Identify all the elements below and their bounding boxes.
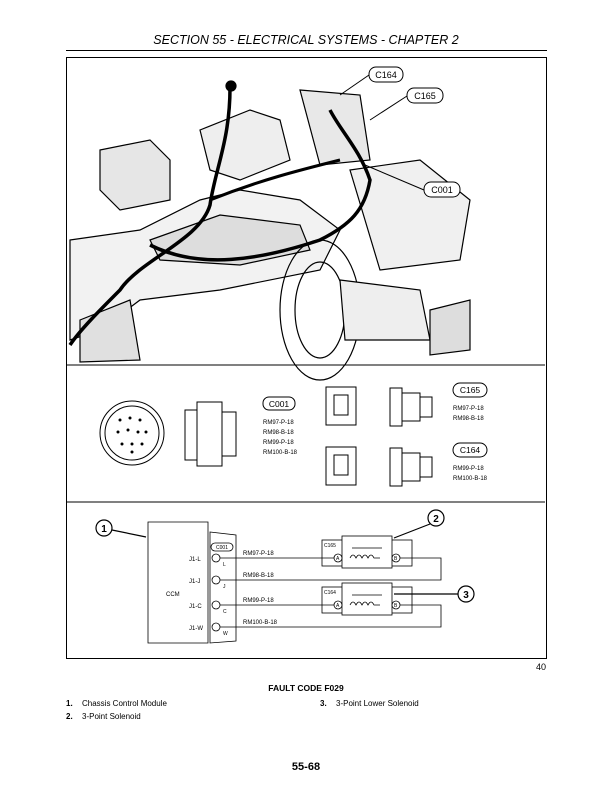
legend-item: 3.3-Point Lower Solenoid — [320, 699, 419, 708]
svg-text:RM100-B-18: RM100-B-18 — [243, 620, 278, 626]
legend-item: 1.Chassis Control Module — [66, 699, 167, 708]
callout-3: 3 — [463, 590, 469, 601]
svg-text:W: W — [223, 631, 228, 637]
figure-caption: FAULT CODE F029 — [268, 683, 344, 693]
callout-1: 1 — [101, 524, 107, 535]
svg-text:RM100-B-18: RM100-B-18 — [453, 476, 488, 482]
svg-text:RM99-P-18: RM99-P-18 — [243, 598, 274, 604]
svg-text:C001: C001 — [216, 545, 228, 551]
svg-text:J: J — [223, 584, 226, 590]
svg-text:RM99-P-18: RM99-P-18 — [263, 440, 294, 446]
svg-text:J1-C: J1-C — [189, 604, 202, 610]
svg-text:A: A — [336, 603, 340, 609]
callout-c001: C001 — [431, 185, 453, 195]
connector-c001-info: C001 RM97-P-18 RM98-B-18 RM99-P-18 RM100… — [262, 396, 298, 456]
callout-c165: C165 — [414, 91, 436, 101]
legend-item: 2.3-Point Solenoid — [66, 712, 141, 721]
svg-text:RM100-B-18: RM100-B-18 — [263, 450, 298, 456]
ccm-box — [147, 521, 209, 644]
callout-2: 2 — [433, 514, 439, 525]
svg-text:RM97-P-18: RM97-P-18 — [453, 406, 484, 412]
svg-text:RM97-P-18: RM97-P-18 — [263, 420, 294, 426]
header-rule — [66, 50, 547, 51]
svg-text:J1-L: J1-L — [189, 557, 201, 563]
figure-number: 40 — [535, 662, 546, 672]
connector-c165-info: C165 RM97-P-18 RM98-B-18 — [452, 382, 488, 422]
svg-text:J1-W: J1-W — [189, 626, 203, 632]
tractor-illustration — [68, 80, 471, 381]
svg-text:RM99-P-18: RM99-P-18 — [453, 466, 484, 472]
svg-text:L: L — [223, 562, 226, 568]
svg-text:C164: C164 — [460, 445, 481, 455]
svg-text:A: A — [336, 556, 340, 562]
svg-text:C165: C165 — [324, 543, 336, 549]
connector-c164-info: C164 RM99-P-18 RM100-B-18 — [452, 442, 488, 482]
svg-text:RM97-P-18: RM97-P-18 — [243, 551, 274, 557]
schematic: CCM C001 J1-L J1-J J1-C J1-W L J C W RM9… — [95, 509, 475, 644]
c001-strip — [209, 531, 237, 644]
page-number: 55-68 — [291, 761, 321, 773]
svg-text:RM98-B-18: RM98-B-18 — [243, 573, 274, 579]
svg-text:J1-J: J1-J — [189, 579, 200, 585]
svg-text:RM98-B-18: RM98-B-18 — [453, 416, 484, 422]
ccm-label: CCM — [166, 592, 180, 598]
figure-frame — [66, 57, 547, 659]
svg-text:C164: C164 — [324, 590, 336, 596]
svg-text:B: B — [394, 603, 398, 609]
svg-text:C165: C165 — [460, 385, 481, 395]
page-header: SECTION 55 - ELECTRICAL SYSTEMS - CHAPTE… — [153, 33, 459, 47]
connector-views — [99, 386, 433, 487]
svg-text:C001: C001 — [269, 399, 290, 409]
photo-callouts: C164 C165 C001 — [339, 66, 461, 198]
callout-c164: C164 — [375, 70, 397, 80]
svg-text:B: B — [394, 556, 398, 562]
svg-text:RM98-B-18: RM98-B-18 — [263, 430, 294, 436]
svg-text:C: C — [223, 609, 227, 615]
